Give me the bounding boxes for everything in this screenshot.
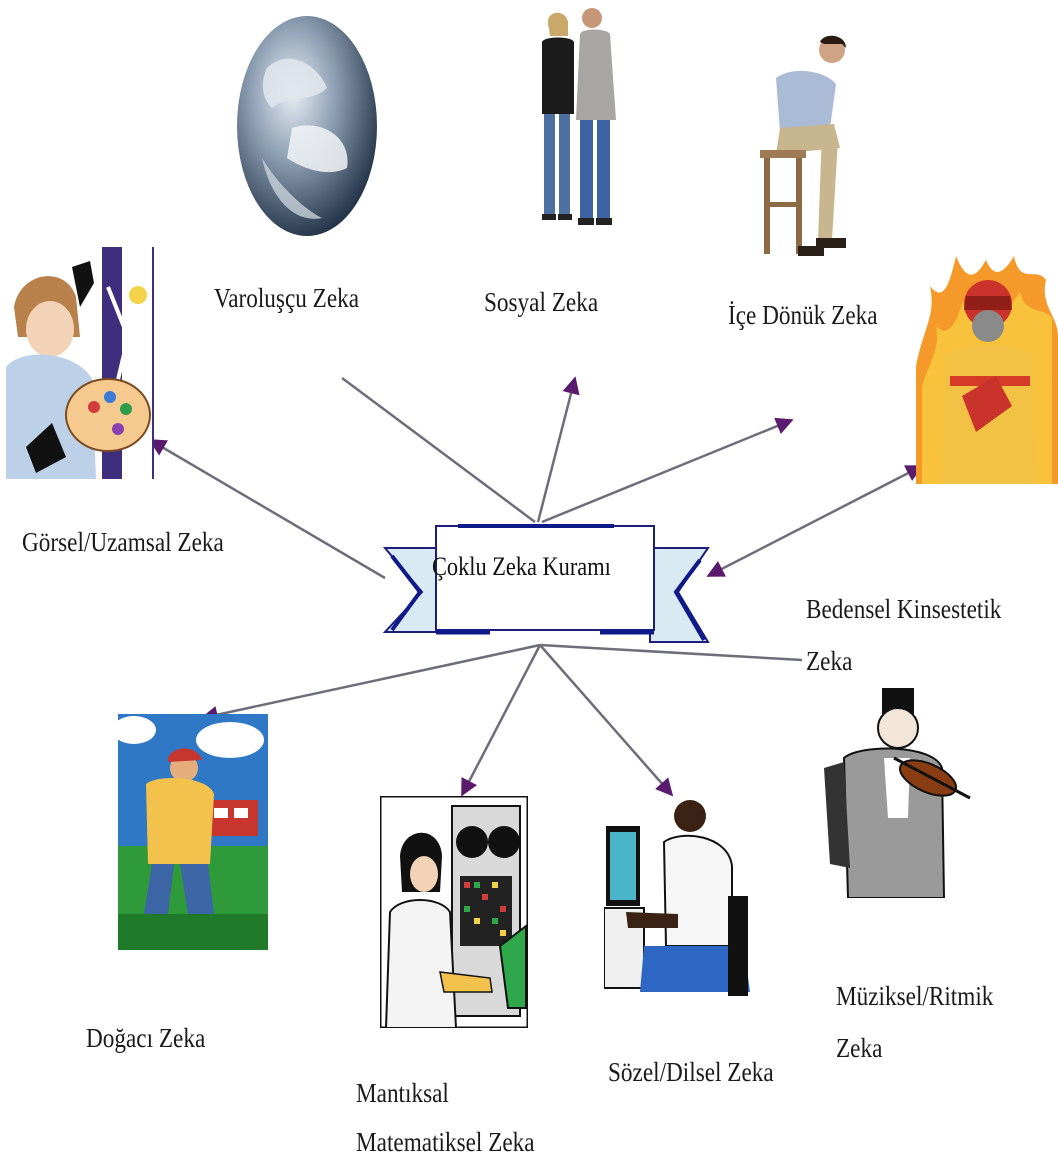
label-mantiksal-line2: Matematiksel Zeka (356, 1127, 535, 1157)
connector-sosyal (536, 376, 580, 523)
label-bedensel-line2: Zeka (806, 646, 853, 676)
thinking-man-on-stool-icon (760, 35, 846, 256)
connector-bedensel-underline (539, 643, 803, 662)
connector-icedonuk (541, 417, 794, 524)
center-ribbon-banner (382, 524, 710, 643)
label-varolus: Varoluşçu Zeka (214, 283, 360, 313)
connector-sozel (539, 644, 674, 797)
label-dogaci: Doğacı Zeka (86, 1023, 206, 1053)
label-sozel: Sözel/Dilsel Zeka (608, 1057, 774, 1087)
connector-mantiksal (460, 644, 542, 797)
gardener-in-field-icon (118, 714, 268, 950)
man-at-computer-icon (604, 800, 750, 996)
couple-icon (542, 8, 616, 225)
label-bedensel-line1: Bedensel Kinsestetik (806, 594, 1002, 624)
label-muziksel-line1: Müziksel/Ritmik (836, 981, 994, 1011)
label-gorsel: Görsel/Uzamsal Zeka (22, 527, 224, 557)
painter-with-palette-icon (6, 247, 154, 479)
label-icedonuk: İçe Dönük Zeka (728, 300, 878, 330)
firefighter-in-flames-icon (916, 256, 1058, 484)
earth-globe-icon (237, 16, 377, 236)
woman-at-control-panel-icon (380, 796, 528, 1028)
label-muziksel-line2: Zeka (836, 1033, 883, 1063)
connector-varolus (341, 376, 536, 524)
label-sosyal: Sosyal Zeka (484, 287, 599, 317)
connector-dogaci (200, 643, 541, 724)
violinist-icon (824, 688, 971, 898)
label-mantiksal-line1: Mantıksal (356, 1078, 449, 1108)
center-title: Çoklu Zeka Kuramı (432, 552, 611, 581)
connector-gorsel (148, 438, 386, 580)
connector-bedensel (706, 464, 924, 578)
